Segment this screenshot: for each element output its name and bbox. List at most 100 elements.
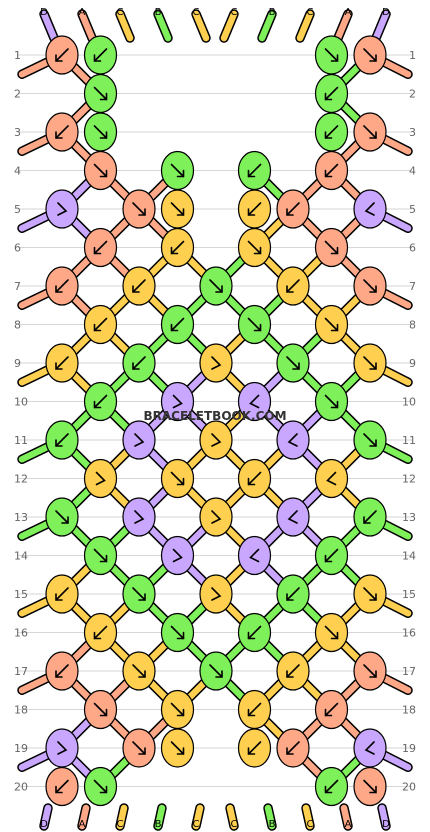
thread-segment	[334, 10, 352, 42]
knot-arrow-icon	[247, 741, 262, 755]
knot-arrow-icon	[249, 548, 260, 563]
strand-label-bottom: C	[307, 819, 314, 830]
knot-arrow-icon	[134, 433, 145, 447]
row-number-left: 4	[14, 165, 21, 178]
knot	[276, 266, 310, 306]
knot	[276, 728, 310, 768]
knot	[314, 227, 349, 268]
knot	[160, 535, 195, 576]
knot	[353, 766, 387, 807]
row-number-left: 16	[14, 627, 28, 640]
row-number-right: 18	[402, 704, 416, 717]
watermark-text: BRACELETBOOK.COM	[143, 409, 286, 423]
row-number-left: 7	[14, 280, 21, 293]
row-number-left: 17	[14, 665, 28, 678]
row-number-left: 14	[14, 550, 28, 563]
strand-label-bottom: C	[117, 819, 124, 830]
row-number-left: 8	[14, 319, 21, 332]
strand-label-bottom: C	[231, 819, 238, 830]
knot-arrow-icon	[209, 664, 223, 678]
knot-arrow-icon	[57, 202, 68, 216]
knot	[237, 150, 272, 191]
knot-ellipse	[276, 497, 310, 537]
knot-arrow-icon	[211, 510, 222, 524]
row-number-left: 6	[14, 242, 21, 255]
knot-arrow-icon	[247, 163, 262, 178]
knot-arrow-icon	[211, 356, 222, 370]
knot-arrow-icon	[93, 625, 108, 640]
knot	[314, 535, 349, 576]
knot	[122, 574, 156, 614]
knot	[353, 189, 387, 229]
thread-segment	[258, 10, 276, 42]
knot-arrow-icon	[286, 664, 300, 678]
knot-arrow-icon	[324, 163, 339, 178]
row-number-right: 2	[409, 88, 416, 101]
knot-ellipse	[160, 381, 195, 422]
knot-arrow-icon	[324, 779, 339, 794]
row-number-right: 7	[409, 280, 416, 293]
knot-arrow-icon	[324, 394, 339, 409]
row-number-left: 20	[14, 781, 28, 794]
knot	[199, 651, 233, 691]
knot	[83, 112, 118, 152]
knot-arrow-icon	[93, 394, 108, 409]
knot	[45, 266, 79, 306]
knot-arrow-icon	[287, 433, 298, 447]
knot	[83, 35, 118, 75]
knot-ellipse	[237, 535, 272, 576]
knot-ellipse	[122, 497, 156, 537]
knot-arrow-icon	[286, 356, 300, 370]
knot-arrow-icon	[249, 394, 260, 409]
knot-arrow-icon	[93, 86, 108, 101]
knot	[160, 150, 195, 191]
knot	[314, 458, 349, 499]
thread-segment	[40, 10, 58, 42]
knot-arrow-icon	[247, 240, 262, 255]
knot-arrow-icon	[55, 587, 69, 601]
row-number-left: 13	[14, 511, 28, 524]
knot	[83, 381, 118, 422]
knot-arrow-icon	[286, 279, 300, 293]
knot-arrow-icon	[55, 125, 69, 139]
knot	[237, 689, 272, 730]
knot-arrow-icon	[324, 240, 339, 255]
knot-arrow-icon	[93, 240, 108, 255]
knot-arrow-icon	[132, 587, 146, 601]
strand-label-top: A	[79, 7, 86, 18]
knot-arrow-icon	[55, 279, 69, 293]
thread-segment	[340, 804, 352, 830]
strand-label-top: D	[382, 7, 390, 18]
knot	[276, 420, 310, 460]
knot-arrow-icon	[324, 48, 339, 62]
knot	[45, 35, 79, 75]
knot	[314, 150, 349, 191]
row-number-right: 9	[409, 357, 416, 370]
strand-label-bottom: B	[155, 819, 162, 830]
knot	[122, 343, 156, 383]
knot	[45, 728, 79, 768]
knot	[276, 574, 310, 614]
knot	[45, 189, 79, 229]
knot	[45, 651, 79, 691]
knot-arrow-icon	[324, 625, 339, 640]
knot-ellipse	[199, 497, 233, 537]
thread-segment	[302, 804, 314, 830]
knot	[353, 420, 387, 460]
knot	[160, 189, 195, 229]
knot-arrow-icon	[364, 741, 375, 755]
knot-arrow-icon	[363, 587, 377, 601]
knot-ellipse	[45, 728, 79, 768]
knot	[353, 574, 387, 614]
knot	[199, 574, 233, 614]
knot-arrow-icon	[170, 317, 185, 332]
knot-arrow-icon	[286, 587, 300, 601]
knot-arrow-icon	[363, 125, 377, 139]
row-number-left: 19	[14, 742, 28, 755]
knot	[45, 497, 79, 537]
knot-arrow-icon	[132, 741, 146, 755]
knot	[353, 497, 387, 537]
knot-arrow-icon	[57, 741, 68, 755]
knot-arrow-icon	[93, 125, 108, 139]
